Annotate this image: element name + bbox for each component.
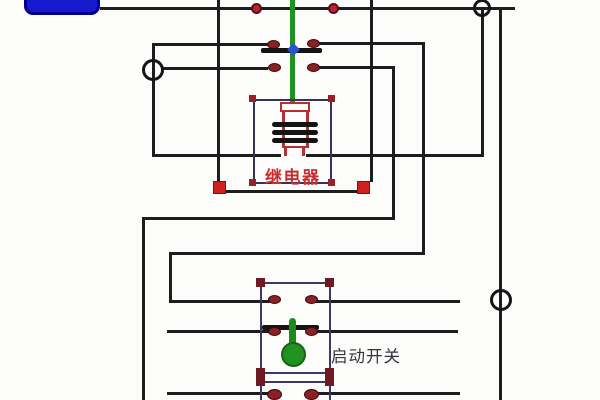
- relay-contact-terminal: [267, 62, 281, 72]
- battery-block: [24, 0, 100, 15]
- relay-coil-cap: [280, 102, 310, 112]
- start-switch-box: [260, 282, 331, 374]
- switch2-contact-terminal: [303, 388, 319, 400]
- wire-switch-a-right: [315, 299, 460, 303]
- push-button-stem: [289, 318, 296, 348]
- wire-right-rail: [498, 7, 502, 400]
- relay-corner-terminal: [328, 179, 335, 186]
- wire-v143: [141, 217, 145, 400]
- relay-coil-lead: [283, 147, 287, 156]
- wire-switch2-left: [167, 391, 269, 395]
- relay-box: [252, 98, 332, 184]
- relay-coil-winding: [272, 138, 318, 143]
- relay-corner-terminal: [249, 179, 256, 186]
- wire-v393: [391, 66, 395, 220]
- relay-coil-body: [282, 111, 309, 148]
- wire-nc-right: [318, 41, 424, 45]
- wire-switch-a-left: [168, 299, 270, 303]
- lower-switch-box: [260, 381, 331, 400]
- relay-label: 继电器: [265, 168, 321, 188]
- switch-corner-terminal: [256, 368, 265, 377]
- relay-contact-terminal: [306, 62, 320, 72]
- wire-left-drop: [216, 0, 220, 186]
- junction-ring-top-right: [473, 0, 491, 17]
- wire-h253: [168, 252, 425, 255]
- wire-relay-bottom-bus: [218, 189, 366, 193]
- wire-top-bus: [100, 6, 515, 10]
- bus-dot-left: [250, 2, 262, 14]
- switch-corner-terminal: [325, 368, 334, 377]
- bus-dot-right: [327, 2, 339, 14]
- wire-switch2-right: [315, 391, 460, 395]
- switch-contact-terminal: [304, 295, 318, 304]
- switch-contact-terminal: [267, 295, 281, 304]
- start-switch-label: 启动开关: [331, 347, 401, 366]
- switch-corner-terminal: [325, 278, 334, 287]
- wire-h218: [141, 217, 394, 220]
- bus-terminal-right: [357, 181, 370, 194]
- wire-switch-b-right: [315, 329, 458, 333]
- wire-v170: [168, 252, 172, 303]
- wire-ring-drop: [480, 7, 484, 157]
- wire-coil-left: [151, 154, 281, 157]
- wire-nc-left: [152, 42, 268, 46]
- relay-contact-terminal: [306, 38, 320, 48]
- wire-no-right: [318, 65, 395, 69]
- switch2-contact-terminal: [266, 388, 282, 400]
- bus-terminal-left: [213, 181, 226, 194]
- junction-ring-left: [142, 58, 164, 81]
- relay-coil-winding: [272, 122, 318, 127]
- wire-v153: [151, 43, 155, 157]
- junction-ring-bottom-right: [490, 289, 512, 311]
- switch2-corner-terminal: [325, 377, 334, 386]
- wire-v423: [421, 42, 425, 254]
- push-button-knob: [281, 342, 306, 367]
- wire-switch-b-left: [167, 329, 269, 333]
- relay-coil-lead: [301, 147, 305, 156]
- switch-contact-terminal: [267, 327, 281, 336]
- switch2-corner-terminal: [256, 377, 265, 386]
- wire-mid-drop: [369, 0, 373, 182]
- wire-no-left: [162, 66, 268, 70]
- switch-contact-terminal: [304, 327, 318, 336]
- relay-corner-terminal: [328, 95, 335, 102]
- switch-corner-terminal: [256, 278, 265, 287]
- relay-corner-terminal: [249, 95, 256, 102]
- relay-coil-winding: [272, 130, 318, 135]
- wire-coil-right: [306, 153, 483, 157]
